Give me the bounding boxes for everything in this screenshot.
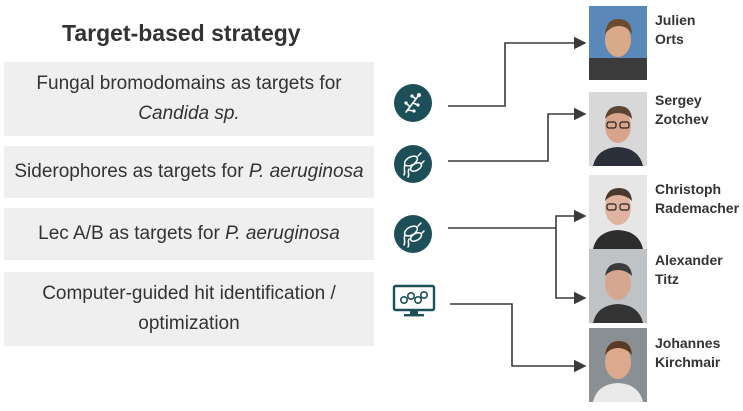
strategy-line: Lec A/B as targets for P. aeruginosa xyxy=(38,219,340,249)
arrow-to-julien-orts xyxy=(448,36,587,107)
person-name-christoph-rademacher: Christoph Rademacher xyxy=(655,180,739,218)
last-name: Kirchmair xyxy=(655,354,721,370)
bacteria-icon xyxy=(394,145,432,183)
strategy-organism: Candida sp. xyxy=(138,103,240,124)
person-name-alexander-titz: Alexander Titz xyxy=(655,251,723,289)
first-name: Sergey xyxy=(655,92,702,108)
avatar-sergey-zotchev xyxy=(589,92,647,166)
person-name-julien-orts: Julien Orts xyxy=(655,11,695,49)
slide-title: Target-based strategy xyxy=(62,20,301,46)
arrow-to-johannes-kirchmair xyxy=(450,303,587,373)
arrow-to-alexander-titz xyxy=(555,228,587,305)
avatar-alexander-titz xyxy=(589,249,647,323)
strategy-text: Fungal bromodomains as targets for xyxy=(36,73,342,94)
strategy-organism: P. aeruginosa xyxy=(248,161,364,182)
computer-molecule-icon xyxy=(392,284,436,318)
strategy-box-lec-ab: Lec A/B as targets for P. aeruginosa xyxy=(4,208,374,260)
first-name: Julien xyxy=(655,12,696,28)
avatar-julien-orts xyxy=(589,6,647,80)
bacteria-icon xyxy=(394,215,432,253)
strategy-line: Siderophores as targets for P. aeruginos… xyxy=(14,157,363,187)
last-name: Rademacher xyxy=(655,200,740,216)
strategy-text: Computer-guided hit identification / xyxy=(42,283,336,304)
last-name: Orts xyxy=(655,31,684,47)
strategy-text: Siderophores as targets for xyxy=(14,161,244,182)
person-name-johannes-kirchmair: Johannes Kirchmair xyxy=(655,334,720,372)
fungus-icon xyxy=(394,84,432,122)
strategy-text: Lec A/B as targets for xyxy=(38,223,220,244)
last-name: Zotchev xyxy=(655,111,709,127)
person-name-sergey-zotchev: Sergey Zotchev xyxy=(655,91,709,129)
arrow-to-christoph-rademacher xyxy=(555,209,587,228)
strategy-text-2: optimization xyxy=(138,313,240,334)
avatar-johannes-kirchmair xyxy=(589,328,647,402)
avatar-christoph-rademacher xyxy=(589,175,647,249)
strategy-box-fungal-bromodomains: Fungal bromodomains as targets for Candi… xyxy=(4,62,374,136)
arrow-to-sergey-zotchev xyxy=(448,107,587,162)
last-name: Titz xyxy=(655,271,679,287)
first-name: Johannes xyxy=(655,335,721,351)
first-name: Christoph xyxy=(655,181,722,197)
first-name: Alexander xyxy=(655,252,723,268)
strategy-box-siderophores: Siderophores as targets for P. aeruginos… xyxy=(4,146,374,198)
strategy-organism: P. aeruginosa xyxy=(225,223,340,244)
strategy-box-computer-guided: Computer-guided hit identification / opt… xyxy=(4,272,374,346)
